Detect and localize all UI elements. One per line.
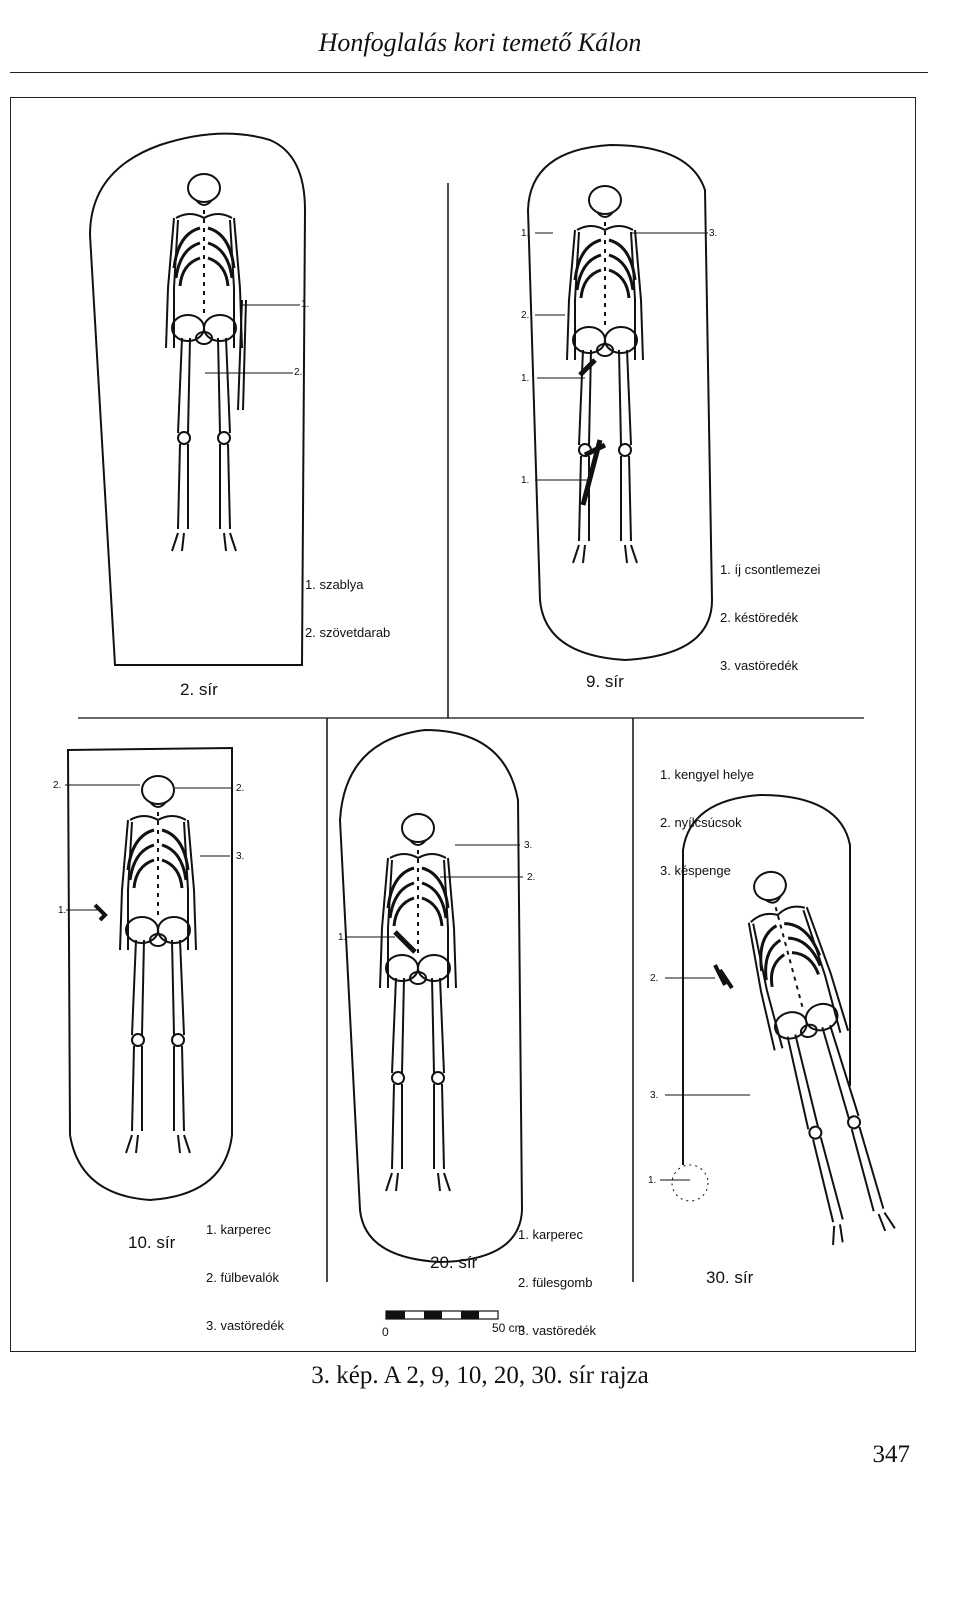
grave-9-callout: 1. bbox=[521, 373, 530, 384]
figure-caption: 3. kép. A 2, 9, 10, 20, 30. sír rajza bbox=[311, 1362, 649, 1389]
legend-line: 2. szövetdarab bbox=[305, 625, 391, 640]
legend-line: 2. nyílcsúcsok bbox=[660, 815, 742, 830]
legend-line: 1. kengyel helye bbox=[660, 767, 754, 782]
legend-line: 3. vastöredék bbox=[206, 1318, 285, 1333]
grave-2-callout-2: 2. bbox=[294, 367, 303, 378]
grave-20-legend: 1. karperec 2. fülesgomb 3. vastöredék bbox=[518, 1195, 596, 1355]
legend-line: 3. vastöredék bbox=[720, 658, 799, 673]
header-rule bbox=[10, 72, 928, 73]
legend-line: 2. fülesgomb bbox=[518, 1275, 593, 1290]
scale-end-label: 50 cm bbox=[492, 1321, 525, 1335]
grave-10-callout: 3. bbox=[236, 851, 245, 862]
legend-line: 3. késpenge bbox=[660, 863, 731, 878]
grave-2-legend: 1. szablya 2. szövetdarab bbox=[305, 545, 390, 657]
grave-9-callout: 1. bbox=[521, 228, 530, 239]
grave-9-callout: 2. bbox=[521, 310, 530, 321]
running-header-title: Honfoglalás kori temető Kálon bbox=[318, 28, 642, 57]
legend-line: 2. késtöredék bbox=[720, 610, 799, 625]
grave-10-legend: 1. karperec 2. fülbevalók 3. vastöredék bbox=[206, 1190, 284, 1350]
legend-line: 2. fülbevalók bbox=[206, 1270, 279, 1285]
grave-20-callout: 2. bbox=[527, 872, 536, 883]
grave-9-legend: 1. íj csontlemezei 2. késtöredék 3. vast… bbox=[720, 530, 820, 690]
legend-line: 1. szablya bbox=[305, 577, 364, 592]
grave-10-callout: 2. bbox=[53, 780, 62, 791]
grave-10-callout: 2. bbox=[236, 783, 245, 794]
grave-2-label: 2. sír bbox=[180, 680, 218, 699]
grave-9-label: 9. sír bbox=[586, 672, 624, 691]
grave-30-callout: 2. bbox=[650, 973, 659, 984]
grave-30-legend: 1. kengyel helye 2. nyílcsúcsok 3. késpe… bbox=[660, 735, 754, 895]
grave-10-callout: 1. bbox=[58, 905, 67, 916]
grave-2-callout-1: 1. bbox=[301, 299, 310, 310]
scale-start-label: 0 bbox=[382, 1325, 389, 1339]
page-number: 347 bbox=[872, 1441, 911, 1468]
grave-30-label: 30. sír bbox=[706, 1268, 754, 1287]
grave-20-label: 20. sír bbox=[430, 1253, 478, 1272]
grave-9-callout: 1. bbox=[521, 475, 530, 486]
grave-30-callout: 1. bbox=[648, 1175, 657, 1186]
grave-20-callout: 3. bbox=[524, 840, 533, 851]
grave-9-callout: 3. bbox=[709, 228, 718, 239]
legend-line: 3. vastöredék bbox=[518, 1323, 597, 1338]
grave-20-callout: 1. bbox=[338, 932, 347, 943]
legend-line: 1. karperec bbox=[518, 1227, 584, 1242]
grave-30-callout: 3. bbox=[650, 1090, 659, 1101]
figure-frame bbox=[10, 97, 916, 1352]
grave-10-label: 10. sír bbox=[128, 1233, 176, 1252]
legend-line: 1. íj csontlemezei bbox=[720, 562, 821, 577]
legend-line: 1. karperec bbox=[206, 1222, 272, 1237]
